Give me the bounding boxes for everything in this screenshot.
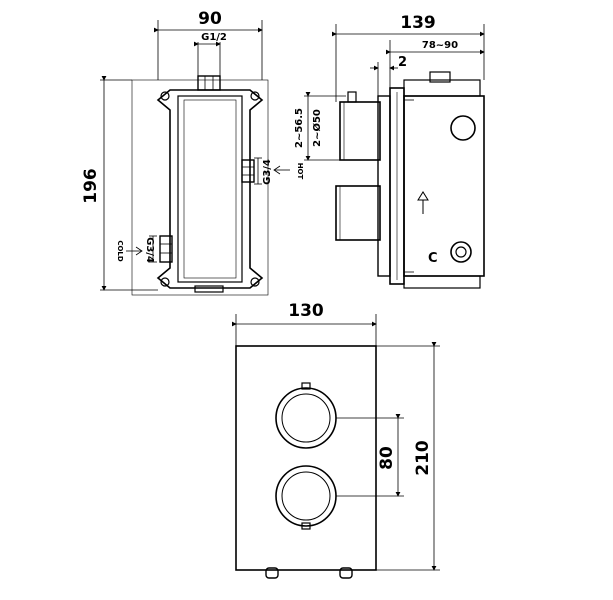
trim-plate-view <box>235 345 377 579</box>
valve-body-outline <box>177 95 243 283</box>
side-view <box>335 71 485 289</box>
dim-side-range <box>386 40 485 88</box>
upper-stem <box>339 101 381 161</box>
top-inlet-label: G1/2 <box>201 32 227 43</box>
cold-thread-label: G3/4 <box>144 237 155 263</box>
dim-front-width <box>154 20 263 80</box>
flow-arrow-icon <box>417 191 429 214</box>
hot-marker <box>254 157 290 185</box>
trim-plate <box>235 345 377 571</box>
mount-hole-icon <box>250 277 260 287</box>
dim-plate-width <box>232 314 377 346</box>
front-view <box>131 75 269 296</box>
dim-side-depth <box>332 24 485 102</box>
lower-handle <box>275 465 337 527</box>
dim-top-inlet <box>194 41 221 76</box>
cold-inlet-fitting <box>159 235 173 263</box>
dim-front-height <box>100 76 158 291</box>
handle-spacing-label: 80 <box>377 446 397 470</box>
hot-label: HOT <box>296 163 304 180</box>
dim-wall <box>370 62 398 96</box>
dim-stem <box>304 92 346 161</box>
wall-label: 2 <box>398 55 407 70</box>
mount-hole-icon <box>160 277 170 287</box>
cold-inlet-port-icon <box>450 241 472 263</box>
hot-thread-label: G3/4 <box>262 159 273 185</box>
plate-width-label: 130 <box>288 301 324 321</box>
dim-plate-height <box>376 342 440 571</box>
hot-inlet-fitting <box>241 159 255 183</box>
dim-handle-spacing <box>336 414 404 497</box>
front-width-label: 90 <box>198 9 222 29</box>
cold-label: COLD <box>116 240 124 262</box>
valve-box <box>403 95 485 277</box>
side-range-label: 78~90 <box>422 40 458 51</box>
mount-hole-icon <box>250 91 260 101</box>
top-inlet-fitting <box>197 75 221 91</box>
front-height-label: 196 <box>81 168 101 204</box>
stem-length-label: 2~56.5 <box>294 108 305 148</box>
outlet-port-icon <box>450 115 476 141</box>
mounting-frame <box>156 89 264 289</box>
cold-mark: C <box>428 251 438 266</box>
stem-dia-label: 2~Ø50 <box>311 109 323 147</box>
cold-marker <box>126 235 157 263</box>
lower-stem <box>335 185 381 241</box>
side-depth-label: 139 <box>400 13 436 33</box>
upper-handle <box>275 387 337 449</box>
plate-height-label: 210 <box>413 440 433 476</box>
mount-hole-icon <box>160 91 170 101</box>
